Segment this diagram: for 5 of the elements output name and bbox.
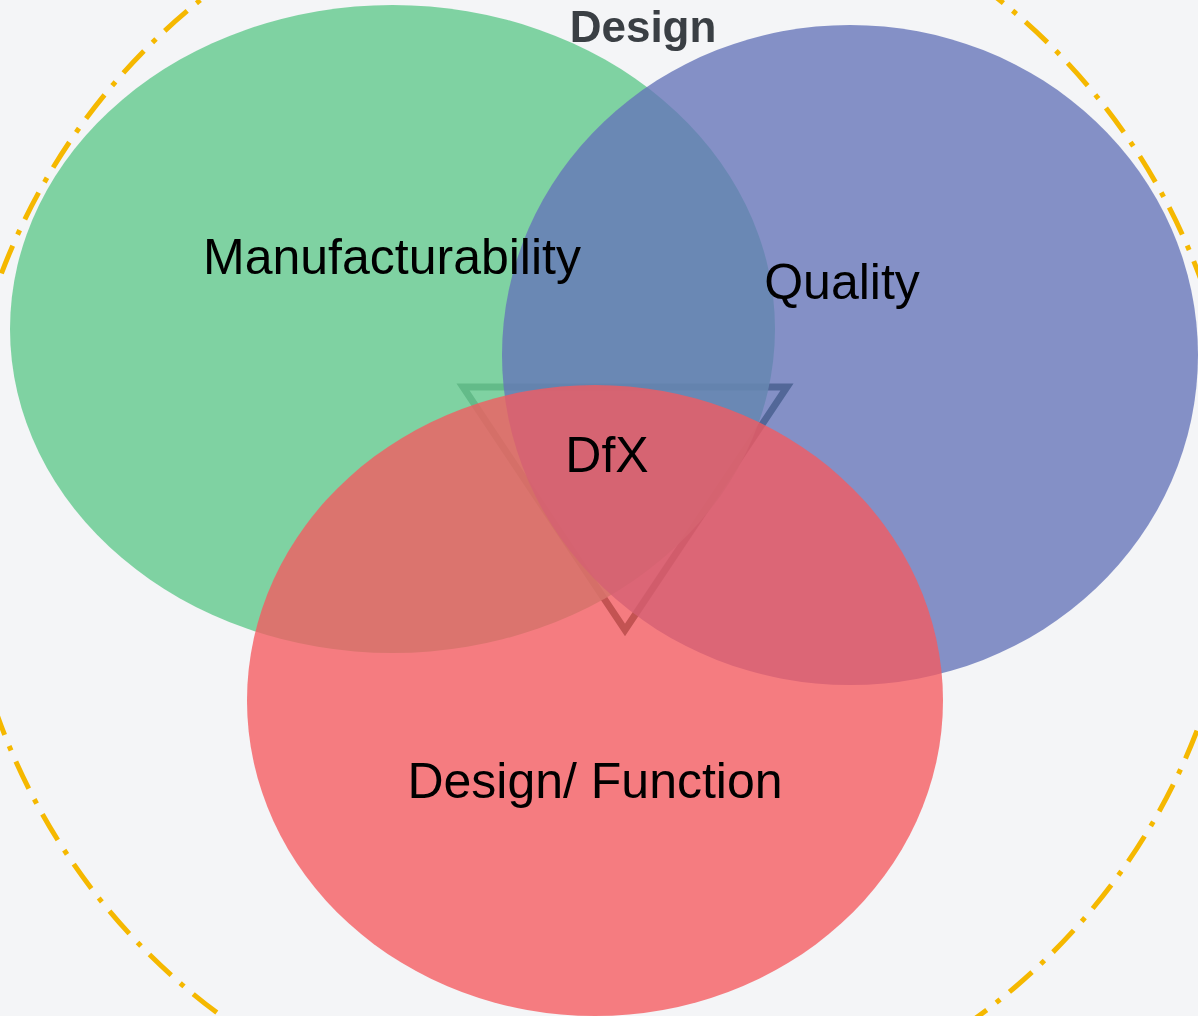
venn-label: Manufacturability <box>203 228 581 286</box>
venn-label: Quality <box>764 253 920 311</box>
venn-label: Design/ Function <box>407 752 783 810</box>
diagram-title: Design <box>569 2 717 52</box>
venn-label: DfX <box>565 426 649 484</box>
